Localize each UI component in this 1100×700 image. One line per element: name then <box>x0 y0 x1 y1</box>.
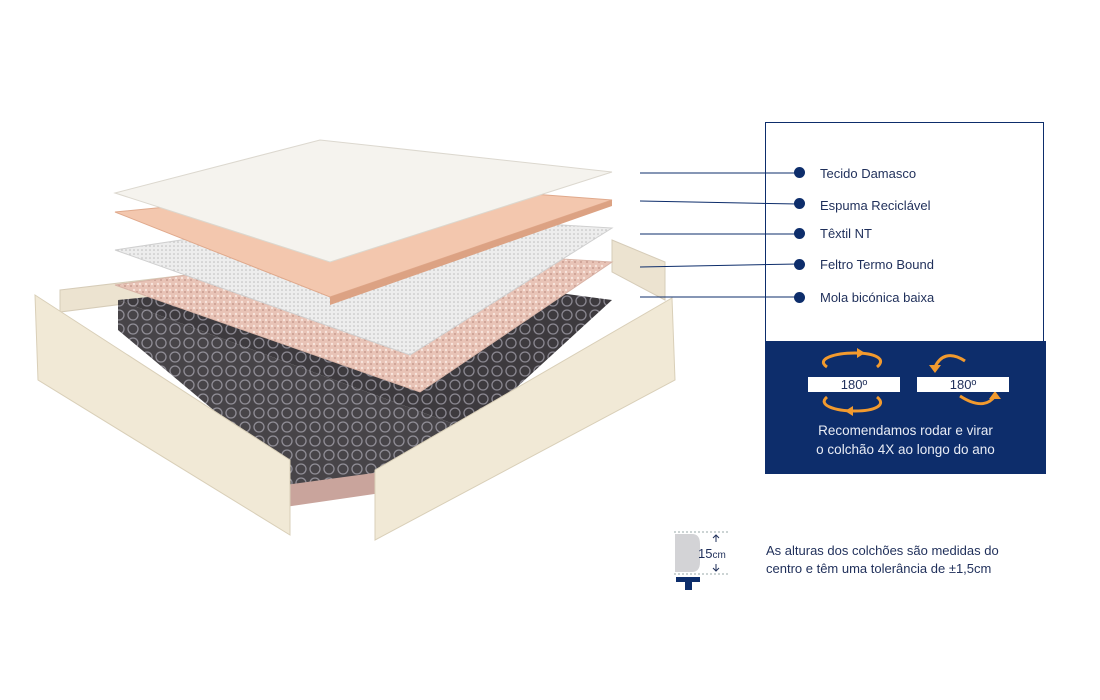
legend-dot <box>794 259 805 270</box>
layer-label: Tecido Damasco <box>820 166 917 181</box>
note-line: As alturas dos colchões são medidas do <box>766 543 999 558</box>
layer-label: Espuma Reciclável <box>820 198 931 213</box>
rotate-arrows-icon <box>822 348 1001 416</box>
flip-180-label: 180º <box>917 377 1009 392</box>
recommendation-line: Recomendamos rodar e virar <box>818 423 993 438</box>
height-value: 15cm <box>698 546 726 561</box>
rotation-recommendation: Recomendamos rodar e virar o colchão 4X … <box>765 421 1046 459</box>
legend-dot <box>794 228 805 239</box>
height-unit: cm <box>712 550 726 561</box>
layer-label: Mola bicónica baixa <box>820 290 935 305</box>
layer-label: Feltro Termo Bound <box>820 257 934 272</box>
note-line: centro e têm uma tolerância de ±1,5cm <box>766 561 992 576</box>
recommendation-line: o colchão 4X ao longo do ano <box>816 442 995 457</box>
callout-lines <box>639 172 799 298</box>
fabric-top-layer <box>113 139 613 263</box>
height-icon <box>674 531 730 590</box>
rotate-180-label: 180º <box>808 377 900 392</box>
legend-dot <box>794 198 805 209</box>
rotation-panel: 180º 180º Recomendamos rodar e virar o c… <box>765 341 1046 474</box>
legend-dot <box>794 167 805 178</box>
legend-dot <box>794 292 805 303</box>
height-note: As alturas dos colchões são medidas do c… <box>766 542 999 578</box>
height-number: 15 <box>698 546 713 561</box>
front-border-wall <box>34 294 676 541</box>
layer-label: Têxtil NT <box>820 226 872 241</box>
